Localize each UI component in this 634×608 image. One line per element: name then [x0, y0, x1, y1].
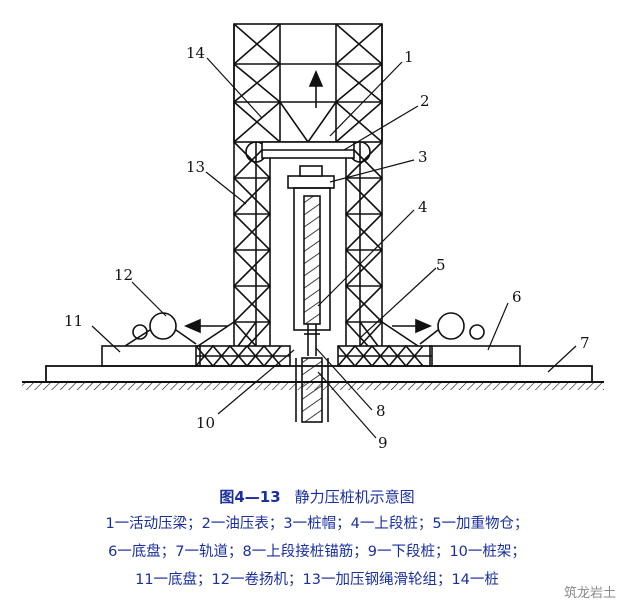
callout-1: 1	[404, 48, 414, 66]
callout-7: 7	[580, 334, 590, 352]
callout-2: 2	[420, 92, 430, 110]
watermark: 筑龙岩土	[559, 581, 620, 602]
base-truss-right	[337, 344, 433, 368]
callout-10: 10	[196, 414, 215, 432]
callout-5: 5	[436, 256, 446, 274]
lower-pile	[301, 357, 323, 423]
callout-8: 8	[376, 402, 386, 420]
callout-9: 9	[378, 434, 388, 452]
callout-6: 6	[512, 288, 522, 306]
callout-13: 13	[186, 158, 205, 176]
legend-line-2: 6一底盘；7一轨道；8一上段接桩锚筋；9一下段桩；10一桩架；	[108, 544, 526, 560]
figure-caption: 图4—13 静力压桩机示意图 1一活动压梁；2一油压表；3一桩帽；4一上段桩；5一…	[0, 478, 634, 608]
arrow-up-icon	[308, 69, 324, 108]
base-truss-left	[195, 344, 291, 368]
arrow-left-icon	[183, 318, 228, 334]
arrow-right-icon	[392, 318, 433, 334]
figure-number: 图4—13	[219, 488, 281, 506]
figure-title: 静力压桩机示意图	[294, 488, 415, 506]
winch-left	[124, 312, 197, 347]
legend-line-3: 11一底盘；12一卷扬机；13一加压钢绳滑轮组；14一桩	[135, 572, 499, 588]
callout-11: 11	[64, 312, 83, 330]
callout-12: 12	[114, 266, 133, 284]
upper-pile	[303, 195, 321, 325]
winch-right	[419, 312, 485, 345]
caption-title: 图4—13 静力压桩机示意图	[0, 486, 634, 507]
chassis-right	[429, 345, 521, 367]
pile-frame	[197, 23, 419, 347]
pile-driver-diagram: 1 2 3 4 5 6 7 8 9 10 11 12 13 14	[22, 23, 604, 452]
legend-line-1: 1一活动压梁；2一油压表；3一桩帽；4一上段桩；5一加重物仓；	[105, 516, 529, 532]
splice-anchor-bars	[304, 324, 320, 356]
leader-lines	[91, 57, 577, 439]
callout-4: 4	[418, 198, 428, 216]
callout-14: 14	[186, 44, 205, 62]
pile-cap	[287, 175, 335, 189]
callout-3: 3	[418, 148, 428, 166]
